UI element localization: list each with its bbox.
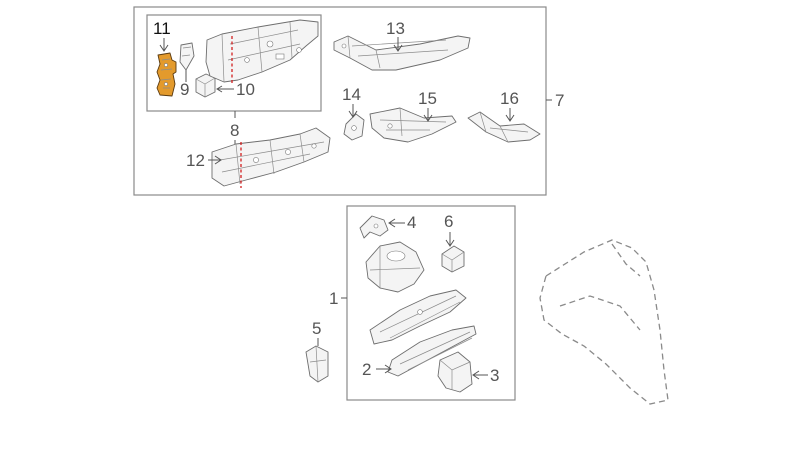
group-frame-8 [146,14,322,112]
callout-15[interactable]: 15 [418,89,437,108]
group-frame-7 [133,6,547,196]
group-frame-1 [346,205,516,401]
callout-1[interactable]: 1 [329,289,338,308]
fender-outline [539,239,669,405]
part-suspension-tower[interactable] [365,241,425,293]
part-14-plate[interactable] [343,113,365,141]
part-3-cap[interactable] [437,351,473,393]
callout-5[interactable]: 5 [312,319,321,338]
callout-12[interactable]: 12 [186,151,205,170]
part-upper-rail[interactable] [205,19,319,83]
callout-2[interactable]: 2 [362,360,371,379]
part-5-bracket[interactable] [305,345,329,383]
part-15-extension[interactable] [369,107,457,143]
callout-6[interactable]: 6 [444,212,453,231]
part-11-bracket[interactable] [156,52,177,97]
part-6-bracket[interactable] [441,245,465,273]
callout-10[interactable]: 10 [236,80,255,99]
callout-9[interactable]: 9 [180,80,189,99]
part-inner-rail[interactable] [369,289,467,345]
part-4-clip[interactable] [359,215,389,239]
callout-11[interactable]: 11 [153,19,171,38]
callout-8[interactable]: 8 [230,121,239,140]
part-16-brace[interactable] [467,111,541,143]
callout-4[interactable]: 4 [407,213,416,232]
callout-13[interactable]: 13 [386,19,405,38]
callout-14[interactable]: 14 [342,85,361,104]
part-9-gusset[interactable] [179,42,195,71]
part-10-block[interactable] [195,73,216,98]
callout-16[interactable]: 16 [500,89,519,108]
part-13-apron-rail[interactable] [333,35,471,71]
part-lower-rail-assembly[interactable] [387,325,477,377]
callout-3[interactable]: 3 [490,366,499,385]
callout-7[interactable]: 7 [555,91,564,110]
